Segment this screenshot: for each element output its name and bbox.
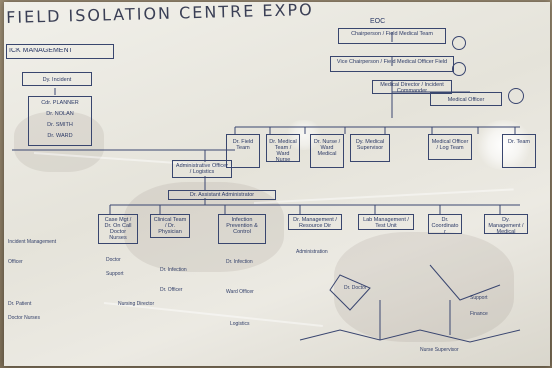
third-row-box-6: Dr. Coordinator	[428, 214, 462, 235]
annotation-text: Nurse Supervisor	[420, 347, 459, 353]
annotation-text: Nursing Director	[118, 301, 155, 307]
light-glare	[474, 120, 534, 170]
third-row-box-5: Lab Management / Test Unit	[358, 214, 414, 230]
medical-director-box: Medical Director / Incident Commander	[372, 80, 452, 94]
annotation-text: Incident Management	[8, 239, 57, 245]
circle-annotation	[508, 88, 524, 104]
annotation-text: Support	[106, 271, 124, 277]
chairperson-box: Chairperson / Field Medical Team	[338, 28, 446, 44]
paper-fold-shadow	[334, 232, 514, 342]
second-row-box-5: Medical Officer / Log Team	[428, 134, 472, 160]
annotation-text: Logistics	[230, 321, 250, 327]
annotation-text: Administration	[296, 249, 328, 255]
annotation-text: Finance	[470, 311, 488, 317]
second-row-box-1: Dr. Field Team	[226, 134, 260, 168]
annotation-text: Doctor Nurses	[8, 315, 40, 321]
third-row-box-1: Case Mgt / Dr. On Call Doctor Nurses	[98, 214, 138, 244]
annotation-text: Ward Officer	[226, 289, 254, 295]
assistant-admin-box: Dr. Assistant Administrator	[168, 190, 276, 200]
circle-annotation	[452, 36, 466, 50]
second-row-box-4: Dy. Medical Supervisor	[350, 134, 390, 162]
annotation-text: Dr. Infection	[160, 267, 187, 273]
second-row-box-3: Dr. Nurse / Ward Medical	[310, 134, 344, 168]
annotation-text: Dr. Patient	[8, 301, 32, 307]
annotation-text: Dr. Doctor	[344, 285, 367, 291]
annotation-text: Dr. Infection	[226, 259, 253, 265]
incident-management-header: ICK MANAGEMENT	[6, 44, 114, 59]
annotation-text: Support	[470, 295, 488, 301]
annotation-text: Officer	[8, 259, 23, 265]
circle-annotation	[452, 62, 466, 76]
second-row-box-6: Dr. Team	[502, 134, 536, 168]
admin-officer-box: Administrative Officer / Logistics	[172, 160, 232, 178]
eoc-label: EOC	[370, 18, 386, 25]
third-row-box-3: Infection Prevention & Control	[218, 214, 266, 244]
medical-officer-box: Medical Officer	[430, 92, 502, 106]
planners-box: Cdr. PLANNER Dr. NOLAN Dr. SMITH Dr. WAR…	[28, 96, 92, 146]
annotation-text: Doctor	[106, 257, 121, 263]
third-row-box-7: Dy. Management / Medical	[484, 214, 528, 235]
third-row-box-4: Dr. Management / Resource Dir	[288, 214, 342, 230]
annotation-text: Dr. Officer	[160, 287, 183, 293]
third-row-box-2: Clinical Team / Dr. Physician	[150, 214, 190, 238]
second-row-box-2: Dr. Medical Team / Ward Nurse	[266, 134, 300, 163]
paper-fold-shadow	[14, 112, 104, 172]
vice-chairperson-box: Vice Chairperson / Field Medical Officer…	[330, 56, 454, 72]
light-glare	[284, 120, 324, 150]
deputy-incident-box: Dy. Incident	[22, 72, 92, 86]
